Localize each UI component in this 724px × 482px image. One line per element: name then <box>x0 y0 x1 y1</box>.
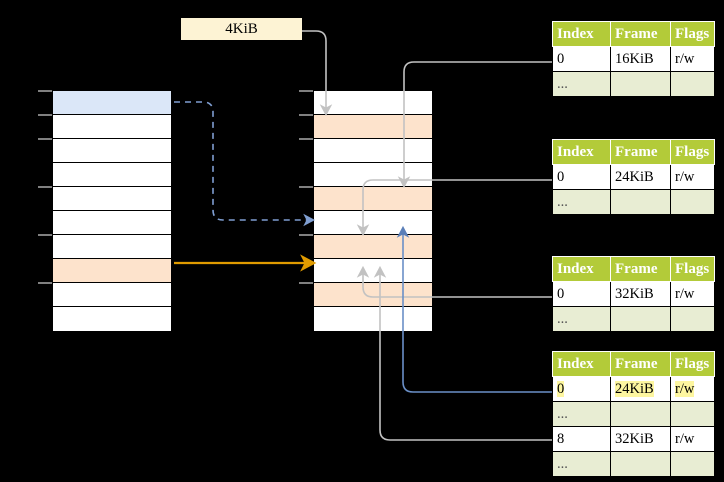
table-row: ... <box>552 71 715 97</box>
physical-frame-cell-4 <box>314 187 432 211</box>
table-cell-flags: r/w <box>670 46 715 72</box>
wire-virtual-to-physical-dashed <box>174 101 316 227</box>
left-column-ticks <box>38 90 52 330</box>
virtual-page-cell-2 <box>53 139 171 163</box>
virtual-page-cell-4 <box>53 187 171 211</box>
column-header-frame: Frame <box>610 139 671 165</box>
highlighted-value: 24KiB <box>615 380 654 397</box>
virtual-page-cell-1 <box>53 115 171 139</box>
column-header-flags: Flags <box>670 139 715 165</box>
tick-mark <box>38 114 52 116</box>
virtual-page-cell-0 <box>53 91 171 115</box>
virtual-page-cell-8 <box>53 283 171 307</box>
column-header-flags: Flags <box>670 256 715 282</box>
table-row: ... <box>552 189 715 215</box>
virtual-page-cell-7 <box>53 259 171 283</box>
page-size-label: 4KiB <box>181 18 302 40</box>
table-cell-frame: 24KiB <box>610 376 671 402</box>
table-cell-index: ... <box>552 401 611 427</box>
table-cell-flags <box>670 71 715 97</box>
table-cell-frame: 16KiB <box>610 46 671 72</box>
physical-frame-cell-2 <box>314 139 432 163</box>
physical-memory-column <box>313 90 433 332</box>
table-cell-frame: 32KiB <box>610 426 671 452</box>
physical-frame-cell-6 <box>314 235 432 259</box>
table-cell-frame <box>610 71 671 97</box>
table-cell-flags: r/w <box>670 426 715 452</box>
column-header-index: Index <box>552 256 611 282</box>
tick-mark <box>299 138 313 140</box>
table-row: ... <box>552 451 715 477</box>
table-cell-index: 0 <box>552 46 611 72</box>
physical-frame-cell-1 <box>314 115 432 139</box>
column-header-index: Index <box>552 351 611 377</box>
table-row: 0 24KiB r/w <box>552 376 715 402</box>
highlighted-value: r/w <box>675 380 695 397</box>
virtual-page-cell-3 <box>53 163 171 187</box>
tick-mark <box>299 186 313 188</box>
virtual-address-space-column <box>52 90 172 332</box>
table-cell-flags <box>670 401 715 427</box>
tick-mark <box>38 138 52 140</box>
column-header-flags: Flags <box>670 351 715 377</box>
table-cell-flags: r/w <box>670 164 715 190</box>
table-cell-flags <box>670 306 715 332</box>
tick-mark <box>299 234 313 236</box>
table-cell-flags <box>670 451 715 477</box>
tick-mark <box>299 114 313 116</box>
table-cell-index: ... <box>552 451 611 477</box>
table-cell-index: 0 <box>552 281 611 307</box>
table-row: ... <box>552 306 715 332</box>
table-cell-frame: 24KiB <box>610 164 671 190</box>
table-cell-flags: r/w <box>670 281 715 307</box>
virtual-page-cell-6 <box>53 235 171 259</box>
physical-frame-cell-8 <box>314 283 432 307</box>
table-cell-frame <box>610 306 671 332</box>
table-cell-index: 0 <box>552 164 611 190</box>
tick-mark <box>38 282 52 284</box>
column-header-frame: Frame <box>610 256 671 282</box>
tick-mark <box>299 282 313 284</box>
tick-mark <box>38 90 52 92</box>
table-cell-index: ... <box>552 189 611 215</box>
tick-mark <box>299 90 313 92</box>
physical-frame-cell-9 <box>314 307 432 331</box>
table-cell-frame <box>610 401 671 427</box>
table-cell-frame <box>610 451 671 477</box>
table-cell-index: 8 <box>552 426 611 452</box>
virtual-page-cell-5 <box>53 211 171 235</box>
column-header-frame: Frame <box>610 21 671 47</box>
table-cell-index: 0 <box>552 376 611 402</box>
table-cell-index: ... <box>552 306 611 332</box>
table-cell-index: ... <box>552 71 611 97</box>
column-header-index: Index <box>552 139 611 165</box>
table-cell-frame: 32KiB <box>610 281 671 307</box>
table-cell-flags: r/w <box>670 376 715 402</box>
virtual-page-cell-9 <box>53 307 171 331</box>
table-cell-flags <box>670 189 715 215</box>
column-header-flags: Flags <box>670 21 715 47</box>
tick-mark <box>38 234 52 236</box>
highlighted-value: 0 <box>557 380 565 397</box>
physical-frame-cell-3 <box>314 163 432 187</box>
table-row: ... <box>552 401 715 427</box>
column-header-index: Index <box>552 21 611 47</box>
physical-frame-cell-7 <box>314 259 432 283</box>
physical-frame-cell-0 <box>314 91 432 115</box>
middle-column-ticks <box>299 90 313 330</box>
physical-frame-cell-5 <box>314 211 432 235</box>
column-header-frame: Frame <box>610 351 671 377</box>
tick-mark <box>38 186 52 188</box>
page-size-label-text: 4KiB <box>225 20 258 37</box>
table-cell-frame <box>610 189 671 215</box>
